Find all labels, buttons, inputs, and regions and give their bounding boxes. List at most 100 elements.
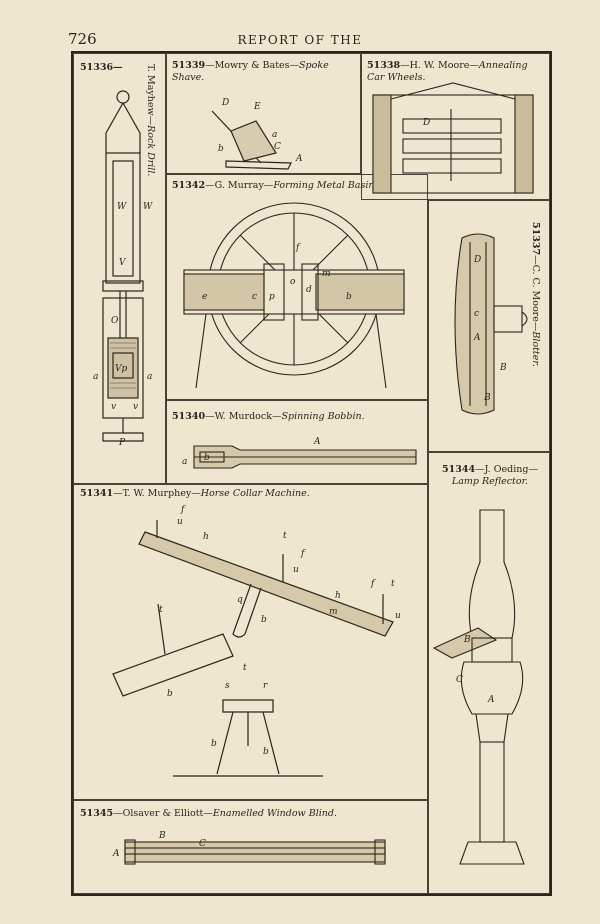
figure-label: D	[422, 118, 430, 128]
figure-label: b	[263, 747, 269, 757]
patent-inventor: —Olsaver & Elliott—	[113, 808, 213, 819]
figure-label: W	[143, 202, 153, 212]
rock-drill-illustration	[102, 90, 144, 442]
figure-label: m	[322, 269, 331, 279]
blind-illustration	[124, 839, 386, 865]
figure-label: B	[483, 393, 491, 403]
figure-label: A	[112, 849, 120, 859]
figure-label: v	[133, 402, 138, 412]
panel-blind	[73, 800, 428, 894]
figure-label: C	[456, 675, 463, 685]
figure-label: O	[111, 316, 119, 326]
figure-label: s	[225, 681, 230, 691]
figure-label: B	[463, 635, 471, 645]
annealing-illustration	[372, 82, 534, 194]
figure-label: W	[117, 202, 127, 212]
figure-label: b	[261, 615, 267, 625]
patent-number: 51336—	[80, 62, 123, 73]
basins-illustration	[183, 202, 405, 389]
panel-blotter	[428, 200, 550, 452]
figure-label: t	[391, 579, 395, 589]
patent-inventor: —Mowry & Bates—	[205, 60, 300, 71]
figure-label: a	[93, 372, 98, 382]
panel-bobbin	[166, 400, 428, 484]
figure-label: f	[300, 549, 306, 559]
basins-labels: f e c p o d m b	[202, 243, 352, 302]
figure-label: t	[243, 663, 247, 673]
page-number: 726	[68, 30, 97, 48]
caption-51338: 51338—H. W. Moore—Annealing Car Wheels.	[367, 60, 547, 84]
figure-label: C	[199, 839, 206, 849]
caption-51341: 51341—T. W. Murphey—Horse Collar Machine…	[80, 488, 420, 500]
annealing-labels: D	[422, 118, 430, 128]
patent-number: 51341	[80, 488, 114, 499]
panel-lamp	[428, 452, 550, 894]
spoke-shave-illustration	[211, 110, 292, 170]
patent-number: 51340	[172, 411, 206, 422]
figure-label: B	[158, 831, 166, 841]
patent-inventor: —J. Oeding—	[475, 464, 538, 475]
plate-frame	[71, 51, 552, 896]
figure-label: A	[487, 695, 495, 705]
figure-label: o	[290, 277, 296, 287]
figure-label: b	[346, 292, 352, 302]
patent-inventor: —T. W. Murphey—	[113, 488, 201, 499]
panel-annealing	[361, 53, 550, 200]
collar-labels: f u h t f u q b h m f t u t b t s r b b	[159, 505, 401, 757]
figure-label: P	[118, 438, 126, 448]
figure-label: a	[272, 130, 277, 140]
figure-label: D	[221, 98, 229, 108]
caption-51342: 51342—G. Murray—Forming Metal Basins.	[172, 180, 422, 192]
panel-collar	[73, 484, 428, 800]
patent-number: 51342	[172, 180, 206, 191]
figure-label: E	[253, 102, 261, 112]
figure-label: p	[269, 292, 275, 302]
patent-inventor: —H. W. Moore—	[400, 60, 479, 71]
figure-label: u	[177, 517, 183, 527]
figure-label: r	[263, 681, 268, 691]
figure-label: q	[237, 595, 243, 605]
panel-rock-drill	[73, 53, 166, 484]
lamp-labels: B C A	[456, 635, 495, 705]
patent-title: Enamelled Window Blind.	[212, 808, 337, 819]
caption-51345: 51345—Olsaver & Elliott—Enamelled Window…	[80, 808, 420, 820]
blotter-illustration	[454, 233, 528, 415]
figure-label: f	[180, 505, 186, 515]
figure-label: u	[293, 565, 299, 575]
figure-label: C	[274, 142, 281, 152]
patent-inventor: —W. Murdock—	[205, 411, 282, 422]
patent-number: 51344	[442, 464, 476, 475]
figure-label: m	[329, 607, 338, 617]
figure-label: f	[295, 243, 301, 253]
patent-inventor: —G. Murray—	[205, 180, 274, 191]
panel-spoke-shave	[166, 53, 361, 174]
figure-label: b	[204, 453, 210, 463]
spoke-shave-labels: D E a C b A	[218, 98, 303, 164]
patent-number: 51339	[172, 60, 206, 71]
figure-label: c	[474, 309, 479, 319]
figure-label: h	[335, 591, 341, 601]
caption-51336: 51336—	[80, 62, 123, 74]
bobbin-labels: A a b	[182, 437, 321, 467]
figure-label: a	[182, 457, 187, 467]
figure-label: h	[203, 532, 209, 542]
figure-label: t	[283, 531, 287, 541]
panel-basins	[166, 174, 428, 400]
figure-label: Vp	[115, 364, 127, 374]
patent-title: Lamp Reflector.	[451, 476, 529, 487]
figure-label: b	[218, 144, 224, 154]
caption-51339: 51339—Mowry & Bates—Spoke Shave.	[172, 60, 358, 84]
figure-label: b	[167, 689, 173, 699]
figure-label: d	[306, 285, 312, 295]
figure-label: b	[211, 739, 217, 749]
figure-label: t	[159, 605, 163, 615]
bobbin-illustration	[193, 445, 417, 469]
figure-label: A	[473, 333, 481, 343]
patent-number: 51345	[80, 808, 114, 819]
caption-51340: 51340—W. Murdock—Spinning Bobbin.	[172, 411, 422, 423]
patent-title: Spoke Shave.	[172, 60, 329, 83]
blotter-labels: D c A B B	[473, 255, 507, 403]
collar-illustration	[112, 520, 394, 777]
figure-label: c	[252, 292, 257, 302]
